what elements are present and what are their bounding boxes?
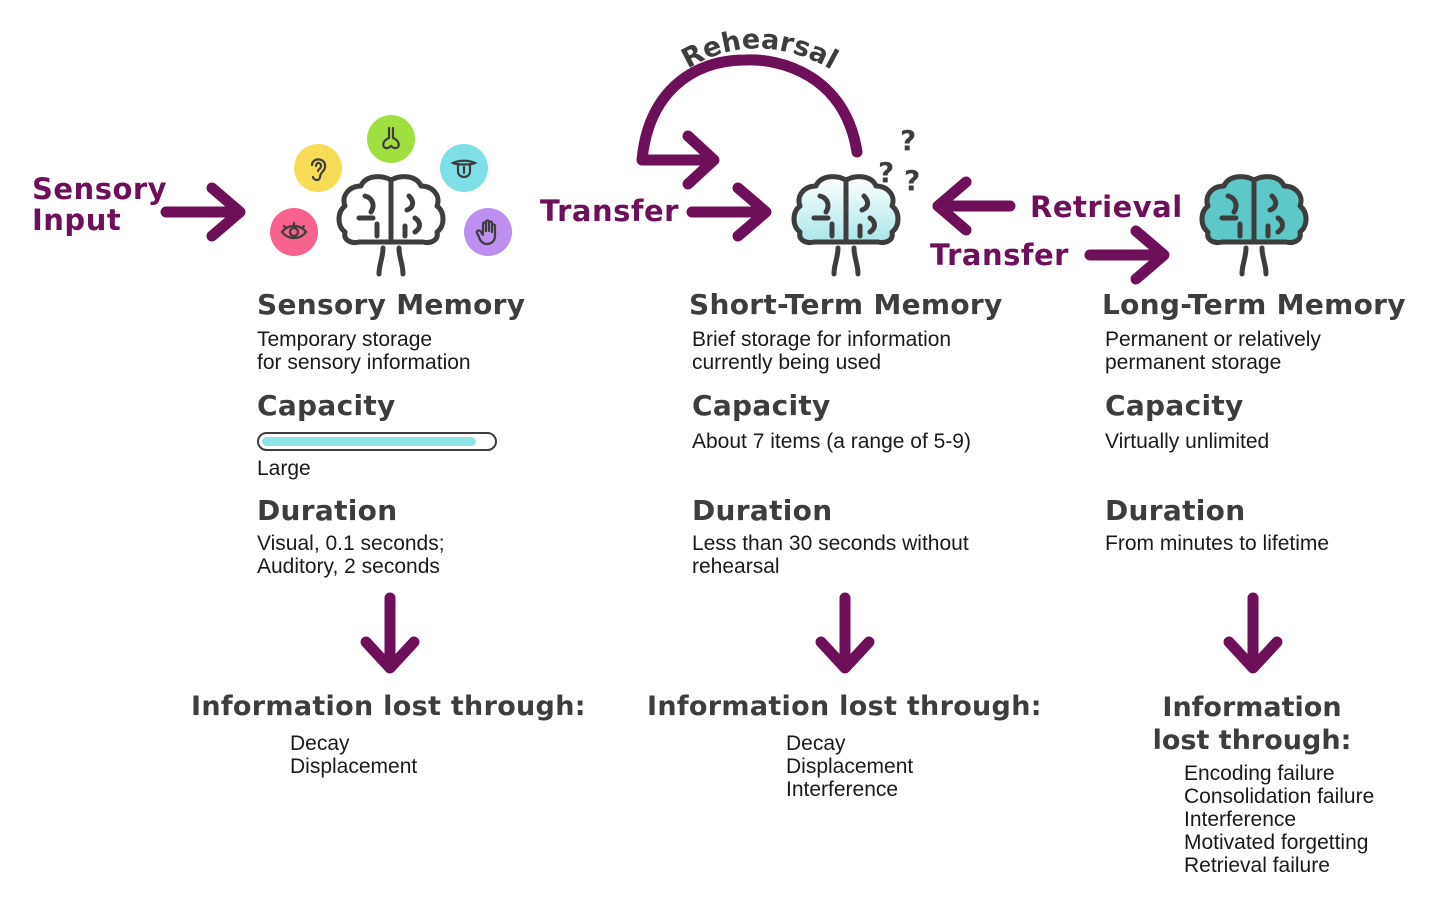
tongue-icon	[440, 144, 488, 192]
brain-icon-ltm	[1199, 174, 1309, 277]
sensory-duration-heading: Duration	[257, 494, 398, 527]
list-item: Displacement	[290, 755, 418, 778]
sensory-lost-heading: Information lost through:	[191, 691, 586, 722]
capacity-bar-fill	[262, 437, 476, 446]
question-mark: ?	[878, 156, 894, 189]
brain-icon-stm	[791, 174, 901, 277]
brain-icon-sensory	[336, 174, 446, 277]
eye-icon	[270, 208, 318, 256]
ltm-description: Permanent or relatively permanent storag…	[1105, 328, 1321, 374]
rehearsal-arc	[636, 54, 863, 190]
question-mark: ?	[900, 124, 916, 157]
ltm-duration-value: From minutes to lifetime	[1105, 532, 1330, 555]
ltm-capacity-value: Virtually unlimited	[1105, 430, 1270, 453]
stm-lost-heading: Information lost through:	[647, 691, 1042, 722]
stm-lost-list: Decay Displacement Interference	[786, 732, 913, 801]
ltm-lost-list: Encoding failure Consolidation failure I…	[1184, 762, 1374, 877]
sensory-description: Temporary storage for sensory informatio…	[257, 328, 471, 374]
sensory-duration-value: Visual, 0.1 seconds; Auditory, 2 seconds	[257, 532, 445, 578]
hand-icon	[464, 208, 512, 256]
list-item: Encoding failure	[1184, 762, 1335, 785]
retrieval-arrow	[932, 176, 1016, 236]
sensory-capacity-value: Large	[257, 457, 311, 480]
stm-duration-value: Less than 30 seconds without rehearsal	[692, 532, 969, 578]
list-item: Consolidation failure	[1184, 785, 1375, 808]
stm-duration-heading: Duration	[692, 494, 833, 527]
nose-icon	[367, 115, 415, 163]
sensory-input-label: Sensory Input	[32, 172, 168, 237]
ltm-lost-heading: Information lost through:	[1152, 692, 1352, 756]
transfer-arrow-1	[686, 182, 772, 242]
list-item: Decay	[786, 732, 846, 755]
down-arrow-sensory	[360, 592, 420, 674]
transfer-label-1: Transfer	[540, 194, 679, 228]
list-item: Interference	[786, 778, 899, 801]
list-item: Displacement	[786, 755, 914, 778]
transfer-label-2: Transfer	[930, 238, 1069, 272]
ltm-duration-heading: Duration	[1105, 494, 1246, 527]
capacity-bar	[257, 432, 497, 451]
down-arrow-ltm	[1223, 592, 1283, 674]
ear-icon	[294, 144, 342, 192]
transfer-arrow-2	[1084, 225, 1170, 285]
list-item: Retrieval failure	[1184, 854, 1330, 877]
list-item: Interference	[1184, 808, 1297, 831]
ltm-capacity-heading: Capacity	[1105, 389, 1244, 422]
list-item: Decay	[290, 732, 350, 755]
sensory-memory-title: Sensory Memory	[257, 288, 526, 321]
retrieval-label: Retrieval	[1030, 190, 1183, 224]
stm-title: Short-Term Memory	[689, 288, 1003, 321]
stm-description: Brief storage for information currently …	[692, 328, 952, 374]
stm-capacity-value: About 7 items (a range of 5-9)	[692, 430, 971, 453]
input-arrow	[160, 182, 246, 242]
down-arrow-stm	[815, 592, 875, 674]
sensory-capacity-heading: Capacity	[257, 389, 396, 422]
rehearsal-label: Rehearsal	[677, 24, 843, 76]
stm-capacity-heading: Capacity	[692, 389, 831, 422]
list-item: Motivated forgetting	[1184, 831, 1369, 854]
ltm-title: Long-Term Memory	[1102, 288, 1406, 321]
question-mark: ?	[904, 164, 920, 197]
sensory-lost-list: Decay Displacement	[290, 732, 417, 778]
